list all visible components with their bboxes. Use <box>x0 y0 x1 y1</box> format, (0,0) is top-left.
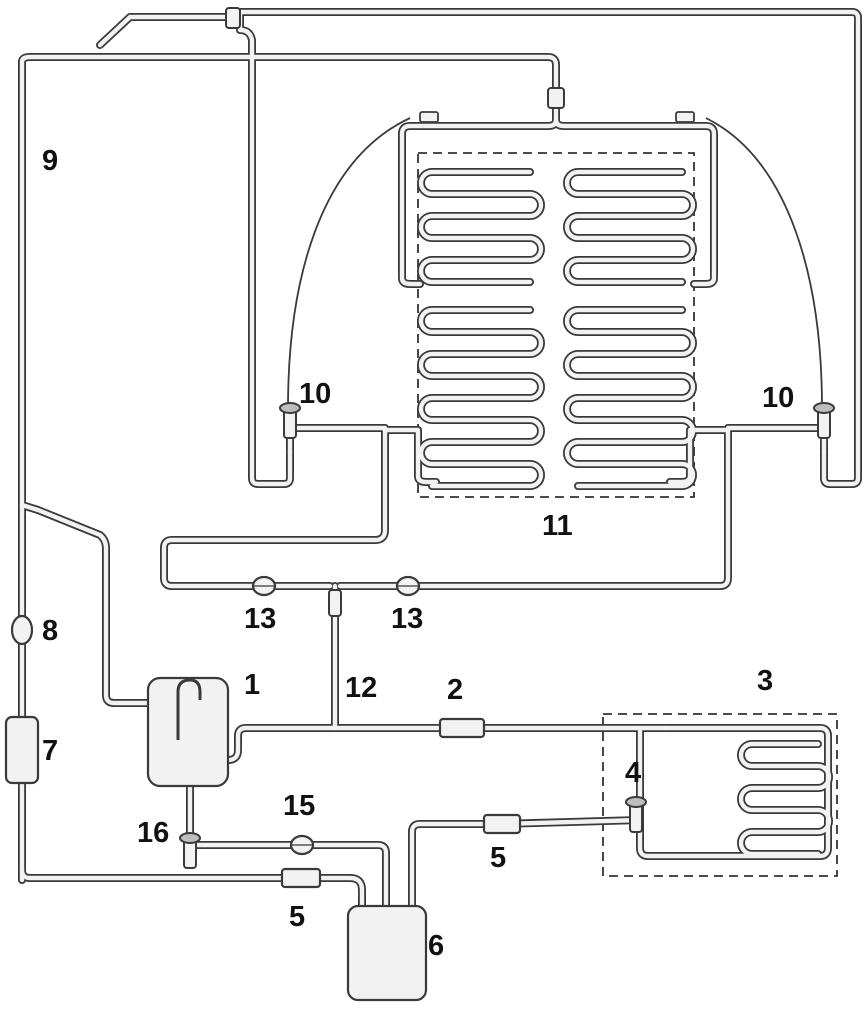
connector-5-right <box>482 813 522 835</box>
connector-2 <box>438 717 486 739</box>
label-valve-13-left: 13 <box>244 603 277 635</box>
label-component-8: 8 <box>42 615 59 647</box>
valve-4-body <box>629 803 643 833</box>
condenser-coil <box>737 740 833 858</box>
compressor-internal-tube <box>176 678 202 740</box>
valve-16 <box>179 832 201 844</box>
left-riser-pipe-bore <box>237 14 293 487</box>
evaporator-coil-left-upper-bore <box>418 169 544 285</box>
label-compressor: 1 <box>244 669 261 701</box>
liquid-right-pipe-bore <box>409 817 643 915</box>
suction-pipe-bore <box>187 687 389 915</box>
header-tee <box>547 87 565 109</box>
capillary-left <box>287 117 411 409</box>
valve-10-right-body <box>817 409 831 439</box>
evaporator-coil-right-upper <box>563 168 697 286</box>
condenser-coil-bore <box>738 741 832 857</box>
evap-inlet-right <box>666 426 732 486</box>
label-condenser: 3 <box>757 665 774 697</box>
valve-4 <box>625 796 647 808</box>
evap-inlet-left <box>381 426 440 486</box>
header-pipe-bore <box>399 97 559 287</box>
connector-5-left <box>280 867 322 889</box>
line-9-pipe-bore <box>19 54 559 873</box>
label-valve-4: 4 <box>625 757 642 789</box>
left-feed-pipe-bore <box>161 425 388 589</box>
right-feed-pipe <box>336 424 828 590</box>
top-return-pipe <box>96 8 862 488</box>
evaporator-coil-left-lower-bore <box>418 307 544 489</box>
evaporator-coil-right-lower-bore <box>564 307 696 489</box>
discharge-pipe-bore <box>225 725 668 763</box>
label-connector-5-right: 5 <box>490 842 507 874</box>
label-valve-13-right: 13 <box>391 603 424 635</box>
evap-inlet-left-bore <box>382 427 439 485</box>
header-fitting-left <box>419 111 439 123</box>
label-valve-16: 16 <box>137 817 170 849</box>
receiver <box>346 904 428 1002</box>
liquid-right-pipe <box>408 816 644 916</box>
top-tee <box>225 7 241 29</box>
label-valve-15: 15 <box>283 790 316 822</box>
left-feed-pipe <box>160 424 389 590</box>
compressor <box>146 676 230 788</box>
label-line-12: 12 <box>345 672 378 704</box>
bottom-left-pipe-bore <box>19 867 365 975</box>
bypass-pipe <box>18 501 152 707</box>
bypass-pipe-bore <box>19 502 151 706</box>
top-return-pipe-bore <box>97 9 861 487</box>
label-valve-10-right: 10 <box>762 382 795 414</box>
valve-10-left <box>279 402 301 414</box>
capillary-right <box>705 117 823 409</box>
label-evaporator: 11 <box>542 510 573 542</box>
component-8 <box>10 614 34 646</box>
label-line-9: 9 <box>42 145 59 177</box>
line-12-tee <box>328 589 342 617</box>
valve-10-left-body <box>283 409 297 439</box>
label-component-7: 7 <box>42 735 59 767</box>
evaporator-coil-right-upper-bore <box>564 169 696 285</box>
label-valve-10-left: 10 <box>299 378 332 410</box>
header-pipe-right-bore <box>553 117 717 287</box>
evaporator-coil-left-upper <box>417 168 545 286</box>
evap-inlet-right-bore <box>667 427 731 485</box>
component-7 <box>4 715 40 785</box>
label-receiver: 6 <box>428 930 445 962</box>
label-connector-5-left: 5 <box>289 901 306 933</box>
valve-16-body <box>183 839 197 869</box>
condenser-inlet-pipe-bore <box>637 725 831 859</box>
header-fitting-right <box>675 111 695 123</box>
condenser-boundary <box>602 713 838 877</box>
label-pipe-2: 2 <box>447 674 464 706</box>
left-riser-pipe <box>236 13 294 488</box>
right-feed-pipe-bore <box>337 425 827 589</box>
valve-10-right <box>813 402 835 414</box>
